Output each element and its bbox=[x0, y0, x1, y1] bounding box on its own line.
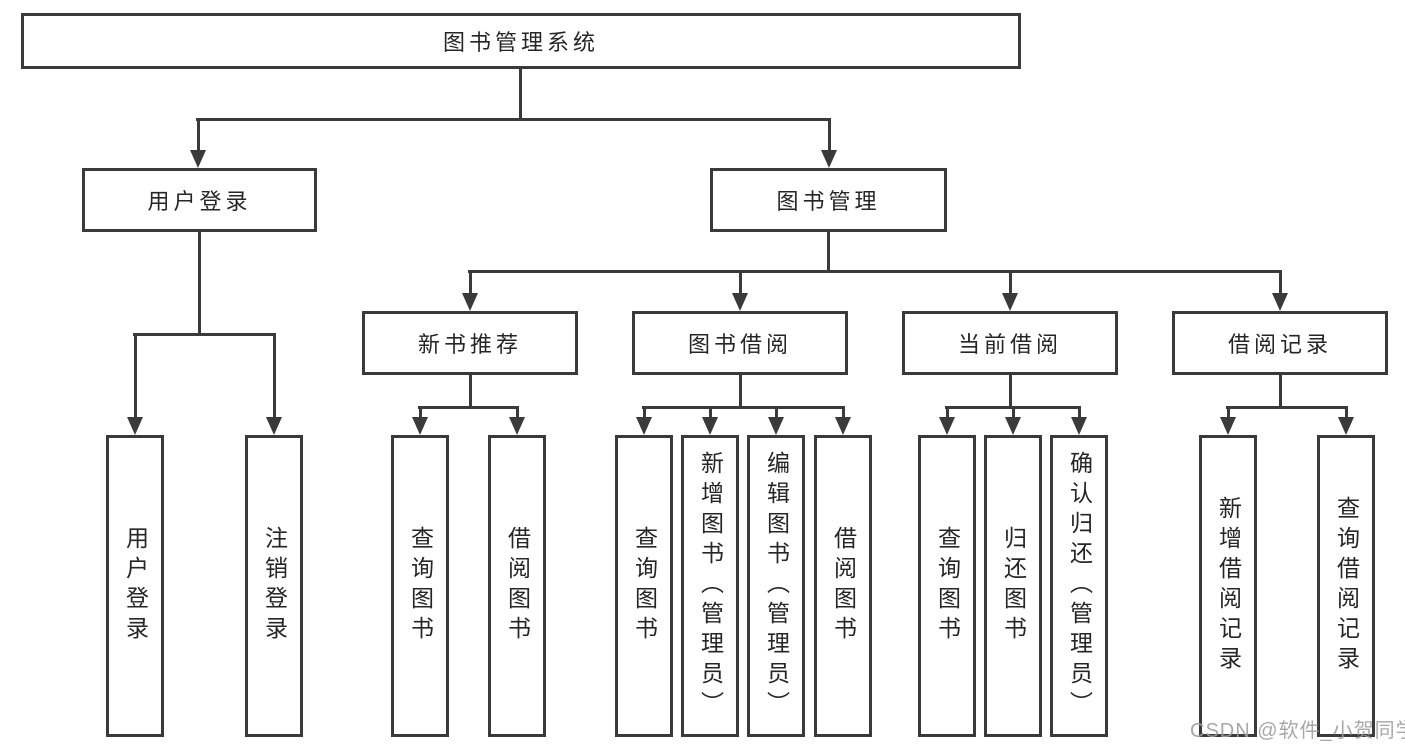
connector-line bbox=[1279, 375, 1282, 408]
connector-line bbox=[1078, 406, 1081, 417]
leaf-label: 借阅图书 bbox=[504, 526, 531, 646]
connector-line bbox=[419, 406, 422, 417]
connector-line bbox=[775, 406, 778, 417]
connector-line bbox=[133, 333, 276, 336]
connector-line bbox=[469, 375, 472, 408]
connector-line bbox=[1227, 406, 1230, 417]
leaf-add-books-admin: 新增图书（管理员） bbox=[681, 435, 739, 737]
connector-line bbox=[739, 270, 742, 295]
connector-line bbox=[709, 406, 712, 417]
connector-line bbox=[1226, 406, 1348, 409]
connector-line bbox=[469, 270, 472, 295]
leaf-edit-books-admin: 编辑图书（管理员） bbox=[747, 435, 805, 737]
node-label: 借阅记录 bbox=[1227, 332, 1332, 357]
leaf-user-login: 用户登录 bbox=[106, 435, 164, 737]
arrow-down-icon bbox=[190, 150, 206, 168]
leaf-search-borrow-record: 查询借阅记录 bbox=[1317, 435, 1375, 737]
arrow-down-icon bbox=[768, 417, 784, 435]
node-user-login: 用户登录 bbox=[82, 168, 317, 232]
arrow-down-icon bbox=[412, 417, 428, 435]
leaf-label: 用户登录 bbox=[122, 526, 149, 646]
connector-line bbox=[196, 118, 831, 121]
leaf-label: 查询图书 bbox=[934, 526, 961, 646]
connector-line bbox=[418, 406, 519, 409]
leaf-label: 新增借阅记录 bbox=[1215, 496, 1242, 676]
connector-line bbox=[827, 232, 830, 273]
node-borrowing-records: 借阅记录 bbox=[1172, 311, 1388, 375]
leaf-add-borrow-record: 新增借阅记录 bbox=[1199, 435, 1257, 737]
connector-line bbox=[739, 375, 742, 408]
arrow-down-icon bbox=[1005, 417, 1021, 435]
connector-line bbox=[273, 333, 276, 417]
connector-line bbox=[1345, 406, 1348, 417]
connector-line bbox=[946, 406, 949, 417]
arrow-down-icon bbox=[821, 150, 837, 168]
connector-line bbox=[1279, 270, 1282, 295]
node-library-management-system: 图书管理系统 bbox=[21, 13, 1021, 69]
connector-line bbox=[516, 406, 519, 417]
arrow-down-icon bbox=[1338, 417, 1354, 435]
connector-line bbox=[1009, 270, 1012, 295]
node-label: 图书管理 bbox=[776, 189, 881, 214]
node-label: 图书借阅 bbox=[687, 332, 792, 357]
connector-line bbox=[842, 406, 845, 417]
node-label: 当前借阅 bbox=[957, 332, 1062, 357]
leaf-label: 借阅图书 bbox=[830, 526, 857, 646]
leaf-label: 注销登录 bbox=[261, 526, 288, 646]
leaf-return-books: 归还图书 bbox=[984, 435, 1042, 737]
connector-line bbox=[468, 270, 1282, 273]
leaf-search-books-recommend: 查询图书 bbox=[391, 435, 449, 737]
arrow-down-icon bbox=[1002, 293, 1018, 311]
leaf-label: 新增图书（管理员） bbox=[697, 451, 724, 721]
arrow-down-icon bbox=[462, 293, 478, 311]
leaf-label: 查询图书 bbox=[407, 526, 434, 646]
connector-line bbox=[643, 406, 646, 417]
node-book-borrowing: 图书借阅 bbox=[632, 311, 848, 375]
node-label: 图书管理系统 bbox=[442, 30, 599, 55]
leaf-label: 查询借阅记录 bbox=[1333, 496, 1360, 676]
connector-line bbox=[519, 69, 522, 120]
node-label: 新书推荐 bbox=[417, 332, 522, 357]
arrow-down-icon bbox=[835, 417, 851, 435]
connector-line bbox=[642, 406, 845, 409]
leaf-search-books-current: 查询图书 bbox=[918, 435, 976, 737]
arrow-down-icon bbox=[1071, 417, 1087, 435]
leaf-label: 编辑图书（管理员） bbox=[763, 451, 790, 721]
leaf-label: 归还图书 bbox=[1000, 526, 1027, 646]
arrow-down-icon bbox=[702, 417, 718, 435]
arrow-down-icon bbox=[939, 417, 955, 435]
connector-line bbox=[1009, 375, 1012, 408]
arrow-down-icon bbox=[1272, 293, 1288, 311]
leaf-label: 确认归还（管理员） bbox=[1066, 451, 1093, 721]
arrow-down-icon bbox=[1220, 417, 1236, 435]
node-current-borrowing: 当前借阅 bbox=[902, 311, 1118, 375]
connector-line bbox=[198, 232, 201, 336]
watermark: CSDN @软件_小贺同学 bbox=[1190, 720, 1405, 742]
leaf-borrow-books-borrowing: 借阅图书 bbox=[814, 435, 872, 737]
leaf-search-books-borrowing: 查询图书 bbox=[615, 435, 673, 737]
connector-line bbox=[828, 118, 831, 152]
arrow-down-icon bbox=[127, 417, 143, 435]
arrow-down-icon bbox=[732, 293, 748, 311]
leaf-confirm-return-admin: 确认归还（管理员） bbox=[1050, 435, 1108, 737]
arrow-down-icon bbox=[636, 417, 652, 435]
connector-line bbox=[134, 333, 137, 417]
node-new-book-recommendation: 新书推荐 bbox=[362, 311, 578, 375]
leaf-logout: 注销登录 bbox=[245, 435, 303, 737]
connector-line bbox=[197, 118, 200, 152]
node-label: 用户登录 bbox=[147, 189, 252, 214]
leaf-label: 查询图书 bbox=[631, 526, 658, 646]
arrow-down-icon bbox=[266, 417, 282, 435]
connector-line bbox=[1012, 406, 1015, 417]
arrow-down-icon bbox=[509, 417, 525, 435]
leaf-borrow-books-recommend: 借阅图书 bbox=[488, 435, 546, 737]
node-book-management: 图书管理 bbox=[710, 168, 947, 232]
